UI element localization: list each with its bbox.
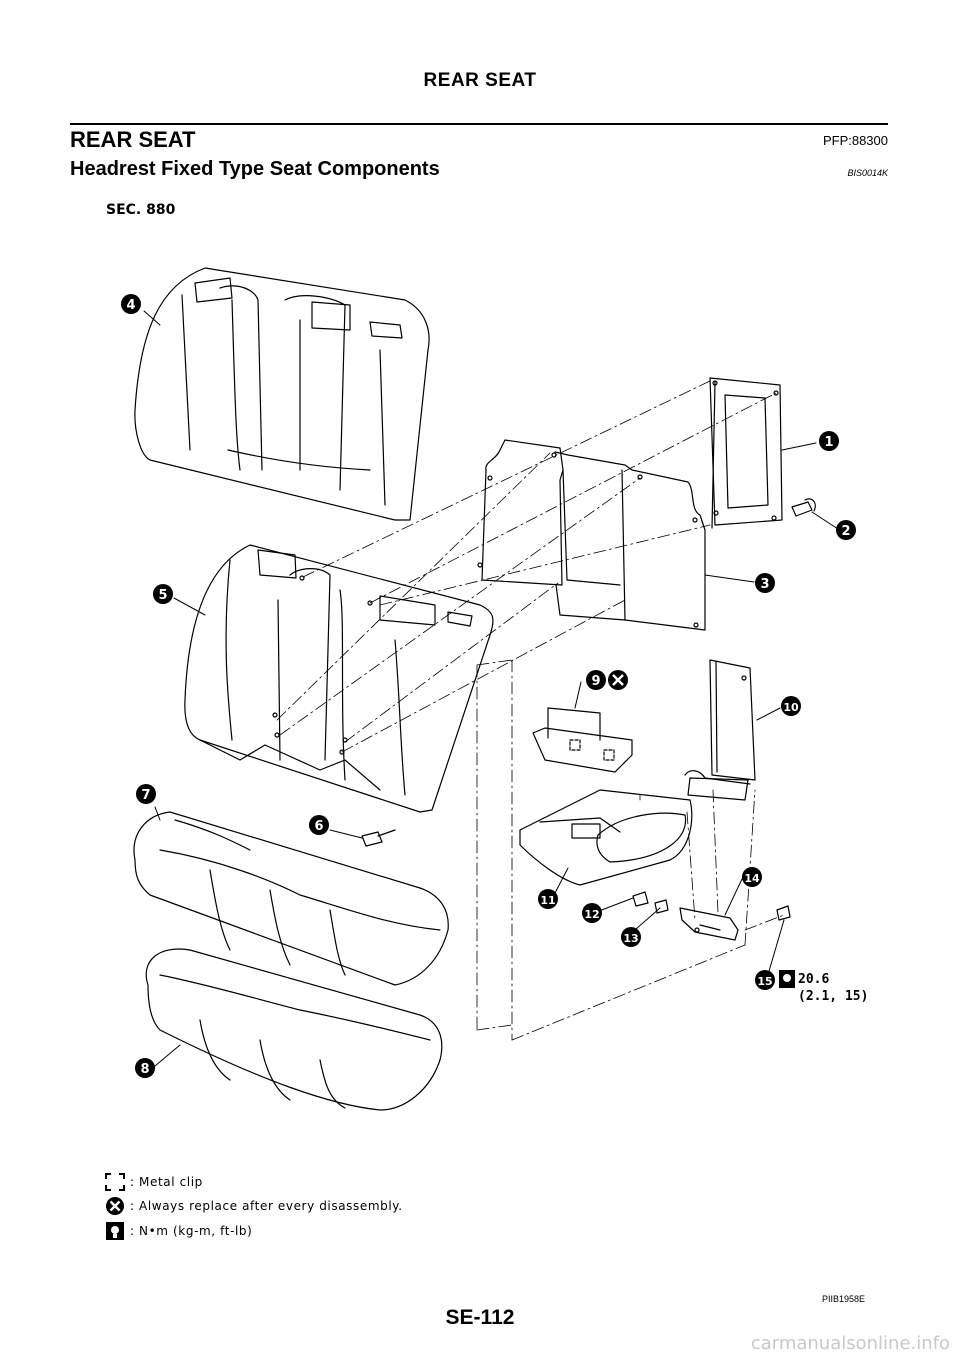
callout-1-label: 1 [824,435,833,450]
callout-13: 13 [621,927,641,947]
callout-11: 11 [538,889,558,909]
upper-frame-panel [709,377,783,529]
callout-12: 12 [582,903,602,923]
hinge-fastener-parts [632,891,791,941]
cup-holder-part [532,707,633,773]
seat-cushion-part [133,811,449,986]
bolt-part [361,829,396,847]
callout-4: 4 [121,294,141,314]
torque-alt-units: (2.1, 15) [798,989,869,1004]
metal-clip-icon [105,1173,125,1191]
callout-11-label: 11 [540,894,555,907]
back-board-panels [477,439,706,631]
callout-9: 9 [586,670,606,690]
callout-3: 3 [755,573,775,593]
callout-4-label: 4 [126,298,135,313]
watermark: carmanualsonline.info [750,1333,950,1354]
callout-3-label: 3 [760,577,769,592]
sec-label: SEC. 880 [106,202,176,218]
callout-8-label: 8 [140,1062,149,1077]
header-rule [70,123,888,125]
armrest-part [519,789,693,886]
page-header-title: REAR SEAT [423,70,537,91]
always-replace-icon [608,670,628,690]
callout-13-label: 13 [623,932,638,945]
callout-15-label: 15 [757,975,772,988]
screw-part [791,498,816,517]
callout-1: 1 [819,431,839,451]
subsection-title: Headrest Fixed Type Seat Components [70,158,440,180]
callout-15: 15 [755,970,775,990]
legend-metal-clip-text: : Metal clip [130,1175,203,1189]
legend-always-replace: : Always replace after every disassembly… [104,1196,403,1216]
callout-12-label: 12 [584,908,599,921]
subsection-ref-code: BIS0014K [847,168,888,178]
always-replace-icon [106,1197,124,1215]
callout-14-label: 14 [744,872,760,885]
legend-metal-clip: : Metal clip [104,1172,203,1192]
callout-8: 8 [135,1058,155,1078]
callout-10-label: 10 [783,701,799,714]
callout-leaders [143,310,839,1067]
callout-10: 10 [781,696,801,716]
callout-7: 7 [136,784,156,804]
callout-6: 6 [309,815,329,835]
pfp-code: PFP:88300 [822,133,888,148]
torque-spec: 20.6 (2.1, 15) [798,971,868,1005]
seatback-trim-part [134,267,430,521]
callout-6-label: 6 [314,819,323,834]
seat-cushion-pad-part [145,948,443,1111]
callout-5-label: 5 [158,588,167,603]
torque-wrench-icon [106,1222,124,1240]
legend-torque-text: : N•m (kg-m, ft-lb) [130,1224,253,1238]
assembly-guide-lines [276,379,785,1041]
section-title: REAR SEAT [70,127,196,152]
callout-2: 2 [836,520,856,540]
callout-2-label: 2 [841,524,850,539]
armrest-board-part [684,659,756,801]
torque-value: 20.6 [798,972,830,987]
torque-wrench-icon [779,970,795,988]
page-number: SE-112 [445,1306,515,1329]
figure-code: PIIB1958E [821,1294,865,1304]
callout-9-label: 9 [591,674,600,689]
callout-14: 14 [742,867,762,887]
callout-7-label: 7 [141,788,150,803]
callout-5: 5 [153,584,173,604]
legend-torque: : N•m (kg-m, ft-lb) [104,1221,252,1241]
legend-always-replace-text: : Always replace after every disassembly… [130,1199,403,1213]
